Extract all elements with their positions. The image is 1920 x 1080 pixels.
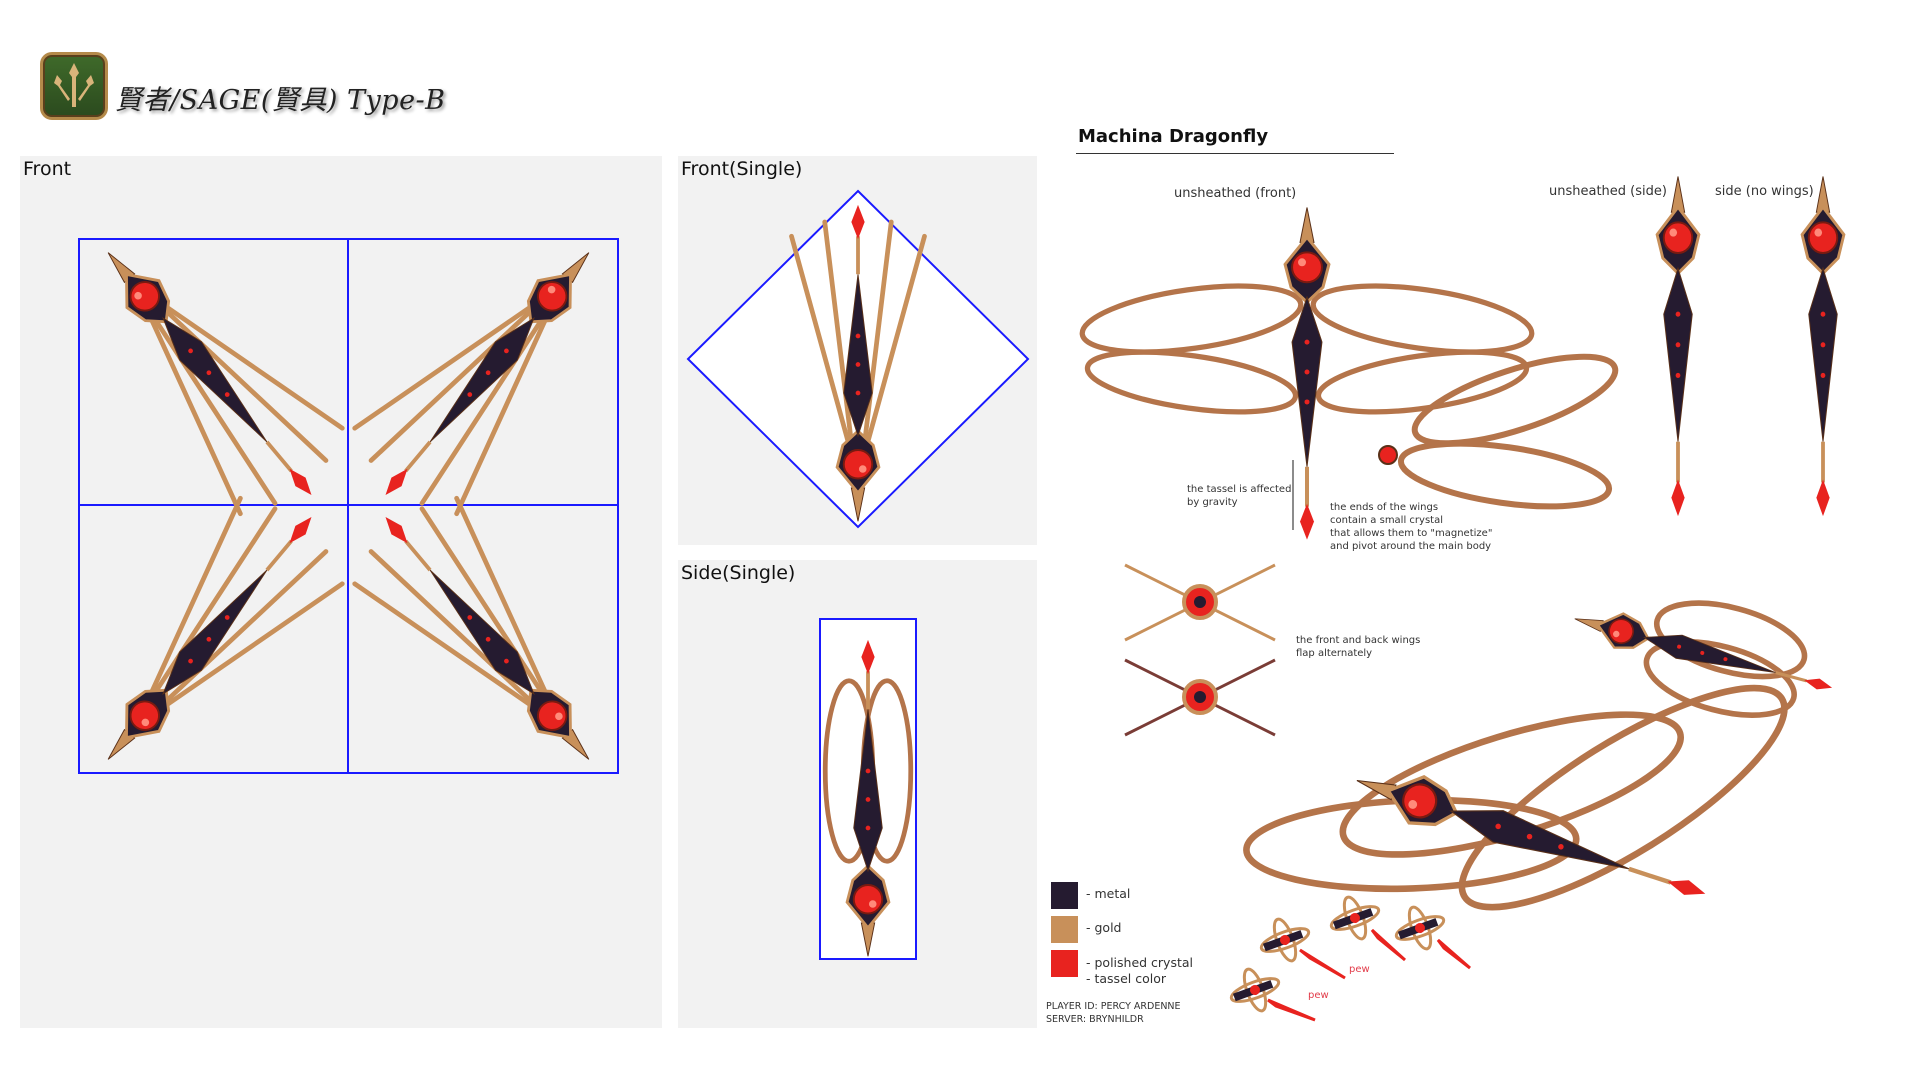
label-side-no-wings: side (no wings) — [1715, 184, 1814, 199]
title-underline — [1076, 153, 1394, 154]
legend-swatch-crystal — [1051, 950, 1078, 977]
dragonfly-front — [1078, 205, 1536, 542]
dragonfly-perspective-large — [1243, 684, 1788, 1045]
pew-label: pew — [1308, 990, 1329, 1001]
side-single-panel-label: Side(Single) — [681, 562, 796, 584]
note-line: contain a small crystal — [1330, 515, 1443, 526]
legend-swatch-gold — [1051, 916, 1078, 943]
front-stave-bottom-right — [335, 474, 607, 775]
note-line: flap alternately — [1296, 648, 1373, 659]
front-panel-label: Front — [23, 158, 72, 180]
note-line: by gravity — [1187, 497, 1238, 508]
note-tassel: the tassel is affected by gravity — [1187, 483, 1291, 509]
legend-label-crystal: - polished crystal - tassel color — [1086, 955, 1193, 987]
legend-line: - polished crystal — [1086, 955, 1194, 970]
pew-label: pew — [1349, 964, 1370, 975]
note-wing-ends: the ends of the wings contain a small cr… — [1330, 501, 1492, 553]
dragonfly-side — [1657, 177, 1699, 517]
note-line: that allows them to "magnetize" — [1330, 528, 1493, 539]
legend-swatch-metal — [1051, 882, 1078, 909]
credit-player: PLAYER ID: PERCY ARDENNE — [1046, 1001, 1181, 1012]
mini-dragonflies — [1229, 895, 1471, 1022]
front-stave-top-left — [90, 237, 362, 538]
detached-wings — [1378, 353, 1619, 510]
note-line: the ends of the wings — [1330, 502, 1439, 513]
credits: PLAYER ID: PERCY ARDENNE SERVER: BRYNHIL… — [1046, 1000, 1181, 1026]
page-title: 賢者/SAGE(賢具) Type-B — [115, 85, 446, 116]
credit-server: SERVER: BRYNHILDR — [1046, 1014, 1144, 1025]
dragonfly-perspective-small — [1568, 600, 1839, 718]
front-stave-bottom-left — [90, 474, 362, 775]
flap-diagram — [1124, 563, 1276, 737]
legend-line: - tassel color — [1086, 971, 1166, 986]
label-unsheathed-front: unsheathed (front) — [1174, 186, 1297, 201]
sheet-title: Machina Dragonfly — [1078, 126, 1269, 147]
note-flap: the front and back wings flap alternatel… — [1296, 634, 1420, 660]
legend-label-metal: - metal — [1086, 886, 1131, 901]
note-line: the front and back wings — [1296, 635, 1421, 646]
dragonfly-side-no-wings — [1802, 177, 1844, 517]
front-stave-top-right — [335, 237, 607, 538]
sage-job-icon — [40, 52, 108, 120]
front-guide-grid — [78, 238, 619, 774]
note-line: the tassel is affected — [1187, 484, 1292, 495]
front-single-panel-label: Front(Single) — [681, 158, 803, 180]
label-unsheathed-side: unsheathed (side) — [1549, 184, 1667, 199]
legend-label-gold: - gold — [1086, 920, 1122, 935]
note-line: and pivot around the main body — [1330, 541, 1492, 552]
